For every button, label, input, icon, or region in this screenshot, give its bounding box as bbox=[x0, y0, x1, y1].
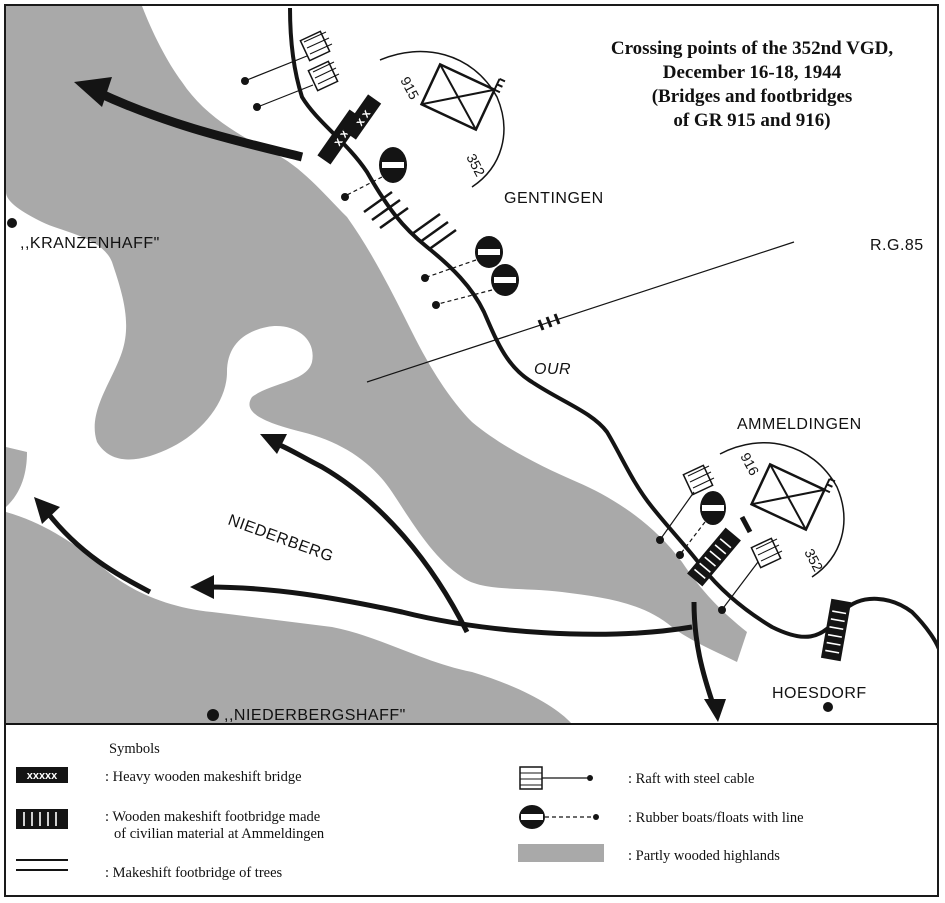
arrow-south bbox=[691, 601, 717, 708]
map-frame: x x x x bbox=[4, 4, 939, 897]
arrow-northwest bbox=[95, 87, 304, 162]
highland-region-south bbox=[6, 512, 572, 724]
unit-symbol-916: 916 352 bbox=[719, 442, 845, 578]
rubber-boat-gentingen-1 bbox=[341, 147, 407, 201]
title-line-1: Crossing points of the 352nd VGD, bbox=[611, 38, 893, 59]
legend-tree-footbridge-text: : Makeshift footbridge of trees bbox=[105, 865, 283, 881]
legend-footbridge-icon bbox=[16, 809, 68, 829]
label-gentingen: GENTINGEN bbox=[504, 190, 604, 207]
unit-915-division: 352 bbox=[463, 151, 488, 179]
label-niederbergshaff: ,,NIEDERBERGSHAFF" bbox=[224, 707, 406, 724]
legend-highlands-swatch bbox=[518, 844, 604, 862]
legend-rubber-boat-icon bbox=[519, 805, 599, 829]
tree-footbridge-ammeldingen bbox=[739, 515, 753, 534]
rubber-boat-ammeldingen bbox=[676, 491, 726, 559]
arrow-west bbox=[206, 584, 693, 637]
label-niederberg: NIEDERBERG bbox=[226, 512, 336, 566]
arrow-niederberg-north-head bbox=[260, 434, 287, 454]
village-dot-hoesdorf bbox=[823, 702, 833, 712]
unit-916-division: 352 bbox=[801, 546, 826, 574]
legend-footbridge-text-2: of civilian material at Ammeldingen bbox=[114, 826, 325, 842]
legend-heading: Symbols bbox=[109, 741, 160, 757]
footbridge-ammeldingen bbox=[687, 527, 741, 587]
arrow-niederberg-north bbox=[271, 439, 470, 634]
legend: Symbols xxxxx : Heavy wooden makeshift b… bbox=[16, 741, 804, 881]
title-line-2: December 16-18, 1944 bbox=[663, 62, 842, 83]
title-line-4: of GR 915 and 916) bbox=[673, 110, 830, 131]
tree-footbridge-group-1 bbox=[363, 190, 409, 230]
raft-ammeldingen-1 bbox=[656, 464, 715, 544]
svg-text:xxxxx: xxxxx bbox=[27, 770, 58, 782]
legend-highlands-text: : Partly wooded highlands bbox=[628, 848, 780, 864]
arrow-south-head bbox=[704, 699, 726, 722]
rubber-boat-gentingen-3 bbox=[432, 264, 519, 309]
legend-footbridge-text-1: : Wooden makeshift footbridge made bbox=[105, 809, 320, 825]
border-line-rg85 bbox=[366, 241, 795, 383]
arrow-west-head bbox=[190, 575, 214, 599]
legend-rubber-boat-text: : Rubber boats/floats with line bbox=[628, 810, 804, 826]
village-dot-niederbergshaff bbox=[207, 709, 219, 721]
label-hoesdorf: HOESDORF bbox=[772, 685, 867, 702]
raft-gentingen-2 bbox=[253, 60, 340, 111]
label-ammeldingen: AMMELDINGEN bbox=[737, 416, 862, 433]
label-rg85: R.G.85 bbox=[870, 237, 924, 254]
unit-916-regiment: 916 bbox=[737, 450, 762, 478]
highland-areas bbox=[6, 6, 747, 724]
label-kranzenhaff: ,,KRANZENHAFF" bbox=[20, 235, 160, 252]
legend-raft-icon bbox=[519, 766, 593, 790]
label-our: OUR bbox=[534, 361, 571, 378]
legend-heavy-bridge-text: : Heavy wooden makeshift bridge bbox=[105, 769, 302, 785]
footbridge-hoesdorf bbox=[820, 598, 852, 662]
arrow-far-west-head bbox=[34, 497, 60, 524]
rubber-boat-gentingen-2 bbox=[421, 236, 503, 282]
raft-ammeldingen-2 bbox=[718, 537, 783, 614]
legend-heavy-bridge-icon: xxxxx bbox=[16, 767, 68, 783]
raft-gentingen-1 bbox=[241, 30, 333, 85]
legend-tree-footbridge-icon bbox=[16, 859, 68, 871]
arrow-far-west bbox=[45, 510, 152, 595]
unit-915-regiment: 915 bbox=[397, 74, 422, 102]
highland-region-west-edge bbox=[6, 447, 27, 507]
attack-arrows bbox=[34, 77, 726, 722]
map-canvas: x x x x bbox=[6, 6, 937, 881]
village-dot-kranzenhaff bbox=[7, 218, 17, 228]
legend-raft-text: : Raft with steel cable bbox=[628, 771, 754, 787]
title-line-3: (Bridges and footbridges bbox=[652, 86, 853, 107]
arrow-northwest-head bbox=[74, 77, 112, 107]
highland-region-northwest bbox=[6, 6, 747, 662]
tree-footbridge-group-2 bbox=[411, 212, 457, 252]
map-title: Crossing points of the 352nd VGD, Decemb… bbox=[611, 38, 893, 131]
tree-footbridge-group-3 bbox=[537, 313, 561, 331]
